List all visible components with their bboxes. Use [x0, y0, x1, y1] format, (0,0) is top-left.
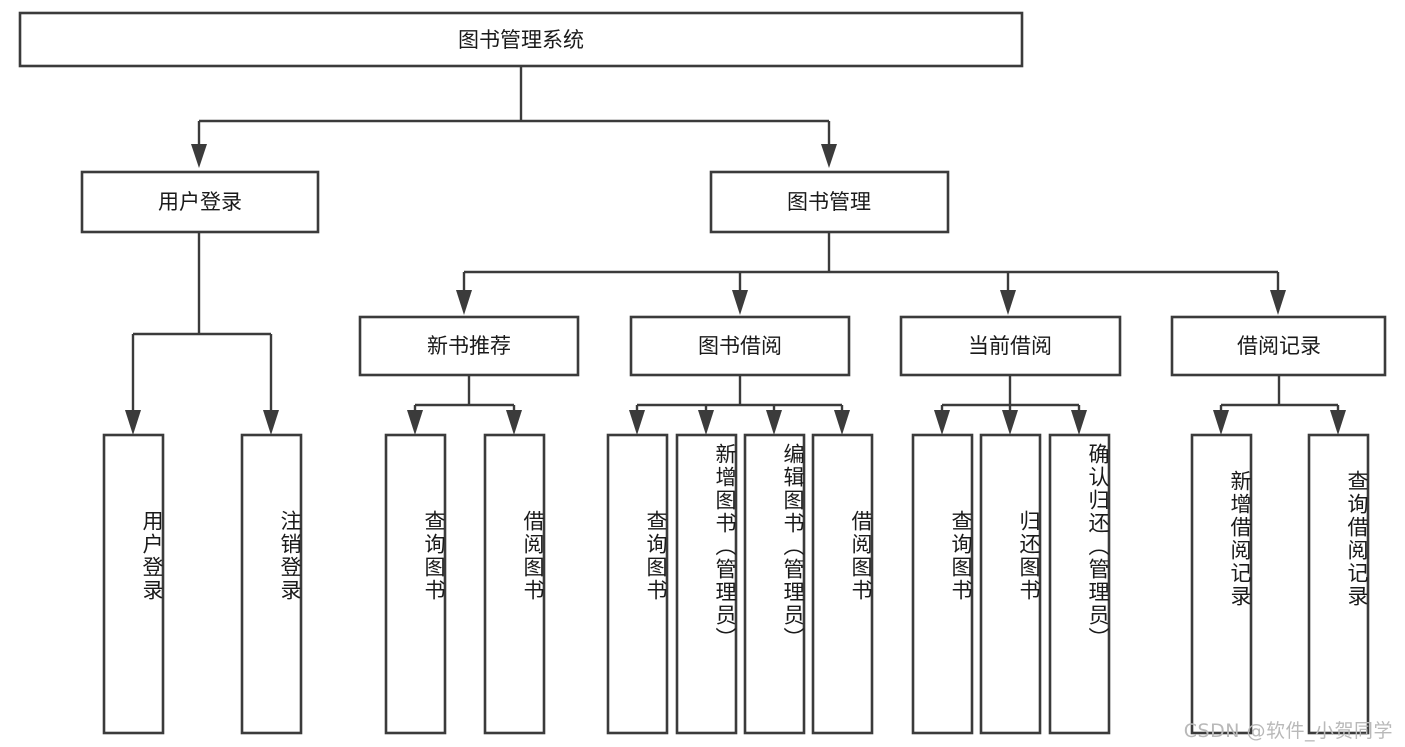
node-box-leaf-user-login-logout[interactable] — [240, 433, 303, 735]
node-box-new-book-recommend[interactable] — [358, 315, 580, 377]
node-label-current-borrow: 当前借阅 — [968, 334, 1052, 358]
connector-group-userlogin — [125, 232, 279, 435]
arrow-head-leaf-bookborrow-1 — [629, 410, 645, 435]
arrow-head-leaf-borrowrecord-1 — [1213, 410, 1229, 435]
arrow-head-leaf-borrowrecord-2 — [1330, 410, 1346, 435]
node-box-leaf-bookborrow-query[interactable] — [606, 433, 669, 735]
node-label-book-management: 图书管理 — [787, 190, 871, 214]
node-label-user-login: 用户登录 — [158, 190, 242, 214]
arrow-head-leaf-newbook-2 — [506, 410, 522, 435]
arrow-head-userlogin — [191, 144, 207, 168]
arrow-head-currentborrow — [1000, 290, 1016, 315]
node-box-book-borrow[interactable] — [629, 315, 851, 377]
arrow-head-borrowrecord — [1270, 290, 1286, 315]
node-box-leaf-newbook-borrow[interactable] — [483, 433, 546, 735]
connector-group-bookmgmt — [456, 232, 1286, 315]
node-box-current-borrow[interactable] — [899, 315, 1122, 377]
connector-group-bookborrow — [629, 375, 850, 435]
arrow-head-leaf-currentborrow-2 — [1002, 410, 1018, 435]
node-label-root: 图书管理系统 — [458, 28, 584, 52]
connector-group-currentborrow — [934, 375, 1087, 435]
arrow-head-bookmgmt — [821, 144, 837, 168]
arrow-head-leaf-currentborrow-3 — [1071, 410, 1087, 435]
arrow-head-leaf-currentborrow-1 — [934, 410, 950, 435]
node-box-leaf-borrowrecord-query[interactable] — [1307, 433, 1370, 735]
node-box-leaf-bookborrow-edit[interactable] — [743, 433, 806, 735]
node-box-leaf-newbook-query[interactable] — [384, 433, 447, 735]
node-label-book-borrow: 图书借阅 — [698, 334, 782, 358]
node-box-book-management[interactable] — [709, 170, 950, 234]
connector-group-root — [191, 66, 837, 168]
node-box-leaf-currentborrow-query[interactable] — [911, 433, 974, 735]
node-box-leaf-bookborrow-borrow[interactable] — [811, 433, 874, 735]
arrow-head-bookborrow — [732, 290, 748, 315]
node-box-root[interactable] — [18, 11, 1024, 68]
connector-group-borrowrecord — [1213, 375, 1346, 435]
node-box-borrow-record[interactable] — [1170, 315, 1387, 377]
node-label-borrow-record: 借阅记录 — [1237, 334, 1321, 358]
arrow-head-leaf-bookborrow-2 — [698, 410, 714, 435]
arrow-head-leaf-bookborrow-3 — [766, 410, 782, 435]
node-box-leaf-bookborrow-add[interactable] — [675, 433, 738, 735]
node-box-leaf-borrowrecord-add[interactable] — [1190, 433, 1253, 735]
arrow-head-newbook — [456, 290, 472, 315]
node-label-new-book-recommend: 新书推荐 — [427, 334, 511, 358]
watermark-text: CSDN @软件_小贺同学 — [1183, 720, 1393, 742]
arrow-head-leaf-user-login-1 — [125, 410, 141, 435]
arrow-head-leaf-user-login-2 — [263, 410, 279, 435]
node-box-leaf-currentborrow-confirm[interactable] — [1048, 433, 1111, 735]
node-box-leaf-currentborrow-return[interactable] — [979, 433, 1042, 735]
node-box-leaf-user-login-login[interactable] — [102, 433, 165, 735]
node-box-user-login[interactable] — [80, 170, 320, 234]
connector-group-newbook — [407, 375, 522, 435]
arrow-head-leaf-bookborrow-4 — [834, 410, 850, 435]
arrow-head-leaf-newbook-1 — [407, 410, 423, 435]
